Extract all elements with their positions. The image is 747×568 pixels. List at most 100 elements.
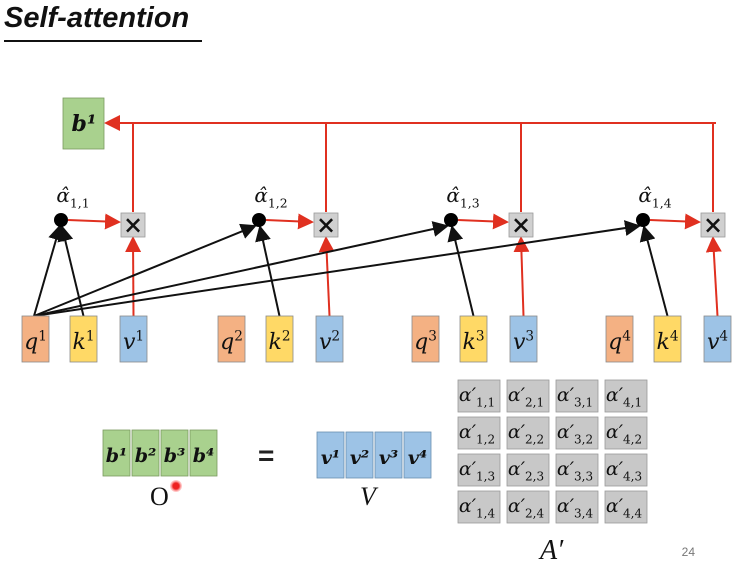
matrix-a-text-2-2: α′2,2 <box>508 421 544 446</box>
matrix-a-cell-3-2 <box>506 453 550 487</box>
page-number: 24 <box>681 545 695 559</box>
alpha-to-multiply-3 <box>457 213 509 230</box>
v3-box <box>509 315 538 363</box>
k-to-alpha-2 <box>255 225 281 317</box>
alpha-node-4 <box>636 213 650 227</box>
matrix-v-label: V <box>360 482 376 511</box>
q4-label: q4 <box>608 329 631 355</box>
q1-to-alpha-3 <box>33 221 449 317</box>
alpha-label-1: α̂1,1 <box>56 183 89 211</box>
matrix-a-text-4-2: α′2,4 <box>508 495 545 520</box>
matrix-a-text-2-4: α′4,2 <box>606 421 642 446</box>
matrix-o-label: O <box>150 482 169 511</box>
matrix-o-text-3: b³ <box>164 445 186 467</box>
matrix-v-cell-1 <box>316 431 345 479</box>
alpha-label-3: α̂1,3 <box>446 183 479 211</box>
v2-label: v2 <box>319 329 340 355</box>
matrix-a-text-3-1: α′1,3 <box>459 458 495 483</box>
matrix-a-cell-4-4 <box>604 490 648 524</box>
title-underline <box>4 40 202 42</box>
matrix-a-text-2-3: α′3,2 <box>557 421 593 446</box>
q1-to-alpha-4 <box>33 220 641 317</box>
matrix-a-cell-2-1 <box>457 416 501 450</box>
q2-label: q2 <box>220 329 243 355</box>
k-to-alpha-1 <box>57 225 85 317</box>
matrix-a-text-1-2: α′2,1 <box>508 384 544 409</box>
matrix-a-cell-2-4 <box>604 416 648 450</box>
alpha-to-multiply-1 <box>67 213 121 230</box>
multiply-node-2 <box>313 212 339 238</box>
q3-label: q3 <box>414 329 437 355</box>
alpha-node-1 <box>54 213 68 227</box>
matrix-a-text-1-4: α′4,1 <box>606 384 642 409</box>
v1-label: v1 <box>123 329 144 355</box>
q1-box <box>21 315 50 363</box>
k3-label: k3 <box>462 329 484 355</box>
matrix-v-text-3: v³ <box>379 447 398 469</box>
q2-box <box>217 315 246 363</box>
k2-label: k2 <box>268 329 290 355</box>
matrix-a-cell-3-4 <box>604 453 648 487</box>
v1-box <box>119 315 148 363</box>
q1-to-alpha-1 <box>33 224 64 317</box>
matrix-a-label: A′ <box>540 535 564 566</box>
matrix-a-cell-4-2 <box>506 490 550 524</box>
matrix-a-cell-3-3 <box>555 453 599 487</box>
multiply-symbol-4: × <box>703 210 723 239</box>
k1-box <box>69 315 98 363</box>
matrix-a-cell-1-4 <box>604 379 648 413</box>
k3-box <box>459 315 488 363</box>
matrix-a-text-4-3: α′3,4 <box>557 495 594 520</box>
q1-label: q1 <box>24 329 47 355</box>
matrix-o-text-2: b² <box>135 445 157 467</box>
alpha-to-multiply-4 <box>649 213 701 230</box>
matrix-a-text-3-4: α′4,3 <box>606 458 642 483</box>
v-to-multiply-3 <box>513 236 530 317</box>
matrix-v-cell-2 <box>345 431 374 479</box>
multiply-symbol-3: × <box>511 210 531 239</box>
matrix-a-text-3-2: α′2,3 <box>508 458 544 483</box>
matrix-a-text-2-1: α′1,2 <box>459 421 495 446</box>
connection-lines <box>33 115 722 317</box>
output-b1-label: b¹ <box>71 111 96 137</box>
v4-box <box>703 315 732 363</box>
v2-box <box>315 315 344 363</box>
matrix-o-text-1: b¹ <box>106 445 128 467</box>
matrix-a-text-3-3: α′3,3 <box>557 458 593 483</box>
matrix-a-cell-1-3 <box>555 379 599 413</box>
v3-label: v3 <box>513 329 534 355</box>
matrix-o-cell-2 <box>131 429 160 477</box>
matrix-a-cell-4-3 <box>555 490 599 524</box>
k1-label: k1 <box>72 329 94 355</box>
alpha-to-multiply-2 <box>265 213 314 230</box>
matrix-a-cell-2-3 <box>555 416 599 450</box>
alpha-node-3 <box>444 213 458 227</box>
alpha-node-2 <box>252 213 266 227</box>
matrix-a-cell-2-2 <box>506 416 550 450</box>
v-to-multiply-1 <box>125 236 142 317</box>
matrix-v-cell-3 <box>374 431 403 479</box>
matrix-o-text-4: b⁴ <box>193 445 215 467</box>
matrix-o-cell-4 <box>189 429 218 477</box>
output-b1-box <box>62 97 105 150</box>
matrix-o-cell-1 <box>102 429 131 477</box>
multiply-node-3 <box>508 212 534 238</box>
matrix-o-cell-3 <box>160 429 189 477</box>
matrix-v-cell-4 <box>403 431 432 479</box>
q4-box <box>605 315 634 363</box>
matrix-a-cell-3-1 <box>457 453 501 487</box>
v4-label: v4 <box>707 329 728 355</box>
v-to-multiply-2 <box>318 236 335 317</box>
matrix-a-text-4-4: α′4,4 <box>606 495 643 520</box>
matrix-a-text-1-3: α′3,1 <box>557 384 593 409</box>
alpha-label-4: α̂1,4 <box>638 183 671 211</box>
multiply-node-4 <box>700 212 726 238</box>
k-to-alpha-4 <box>639 225 669 317</box>
slide-title: Self-attention <box>4 2 190 34</box>
k2-box <box>265 315 294 363</box>
laser-pointer-dot <box>170 480 182 492</box>
q1-to-alpha-2 <box>33 223 257 317</box>
matrix-v-text-4: v⁴ <box>408 447 427 469</box>
